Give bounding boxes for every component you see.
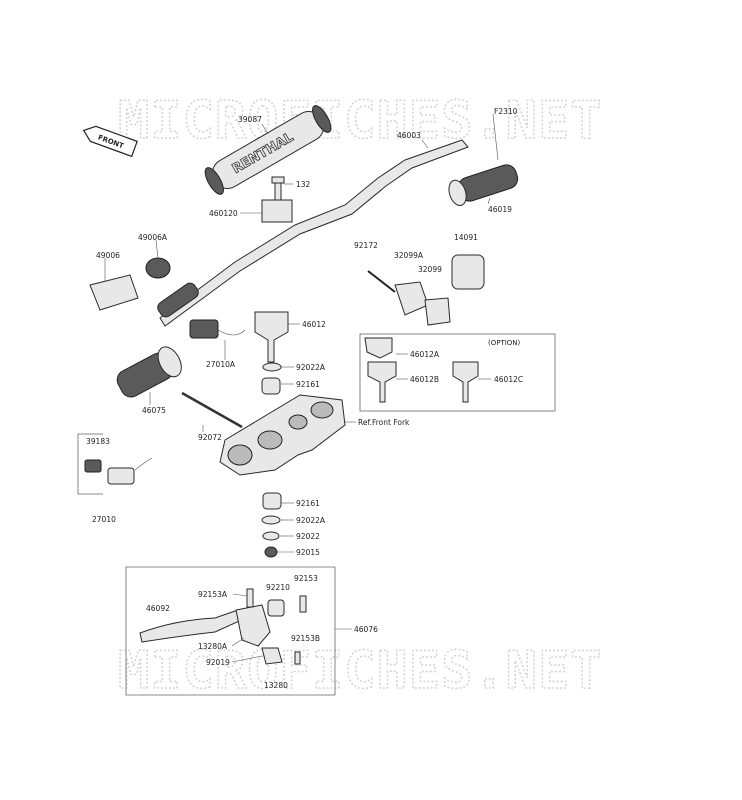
label-27010: 27010: [92, 515, 116, 524]
label-46075: 46075: [142, 406, 166, 415]
label-13280: 13280: [264, 681, 288, 690]
label-46092: 46092: [146, 604, 170, 613]
leader-lines: [104, 113, 499, 663]
label-39087: 39087: [238, 115, 262, 124]
clamp-460120: [261, 199, 293, 223]
bushing-92161-bottom: [262, 492, 282, 510]
throttle-cap: [145, 257, 171, 279]
left-grip: [157, 282, 199, 318]
label-132: 132: [296, 180, 311, 189]
grip-46075: [116, 346, 182, 398]
label-49006: 49006: [96, 251, 120, 260]
label-39183: 39183: [86, 437, 110, 446]
label-92161-bottom: 92161: [296, 499, 320, 508]
label-460120: 460120: [209, 209, 238, 218]
label-92015: 92015: [296, 548, 320, 557]
washer-92022A-bottom: [261, 515, 281, 525]
label-49006A: 49006A: [138, 233, 168, 242]
label-92019: 92019: [206, 658, 230, 667]
label-92210: 92210: [266, 583, 290, 592]
lever-assembly-box: [125, 566, 336, 696]
label-92022: 92022: [296, 532, 320, 541]
label-13280A: 13280A: [198, 642, 228, 651]
clamp-32099: [424, 297, 451, 326]
nut-92015: [264, 546, 278, 558]
label-92153A: 92153A: [198, 590, 228, 599]
watermark-top: MICROFICHES.NET: [118, 91, 603, 151]
label-46019: 46019: [488, 205, 512, 214]
switch-27010A: [189, 319, 246, 339]
cable-tie-92072: [181, 391, 243, 429]
label-27010A: 27010A: [206, 360, 236, 369]
label-32099A: 32099A: [394, 251, 424, 260]
label-14091: 14091: [454, 233, 478, 242]
label-92153: 92153: [294, 574, 318, 583]
label-46012B: 46012B: [410, 375, 439, 384]
washer-92022A-top: [262, 362, 282, 372]
bushing-92161-top: [261, 377, 281, 395]
label-46012C: 46012C: [494, 375, 523, 384]
label-46012: 46012: [302, 320, 326, 329]
throttle-housing: [89, 274, 139, 311]
switch-box: [77, 433, 153, 495]
label-92161-top: 92161: [296, 380, 320, 389]
label-ref-front-fork: Ref.Front Fork: [358, 418, 410, 427]
label-92022A-top: 92022A: [296, 363, 326, 372]
watermark-bottom: MICROFICHES.NET: [118, 641, 603, 701]
bolt-92172: [367, 270, 396, 293]
part-14091: [451, 254, 485, 290]
label-46076: 46076: [354, 625, 378, 634]
washer-92022: [262, 531, 280, 541]
holder-46012: [254, 311, 289, 363]
option-label: (OPTION): [488, 339, 521, 347]
label-F2310: F2310: [494, 107, 518, 116]
label-92172: 92172: [354, 241, 378, 250]
label-92072: 92072: [198, 433, 222, 442]
label-92153B: 92153B: [291, 634, 320, 643]
handlebar: [159, 139, 469, 327]
label-92022A-bottom: 92022A: [296, 516, 326, 525]
option-box: (OPTION): [359, 333, 556, 412]
label-32099: 32099: [418, 265, 442, 274]
part-labels: 39087 46003 F2310 132 460120 46019 49006…: [86, 107, 523, 690]
label-46003: 46003: [397, 131, 421, 140]
right-grip: [448, 164, 519, 206]
label-46012A: 46012A: [410, 350, 440, 359]
triple-clamp: [219, 394, 346, 476]
front-arrow-icon: FRONT: [82, 125, 138, 158]
clamp-32099A: [394, 281, 429, 316]
